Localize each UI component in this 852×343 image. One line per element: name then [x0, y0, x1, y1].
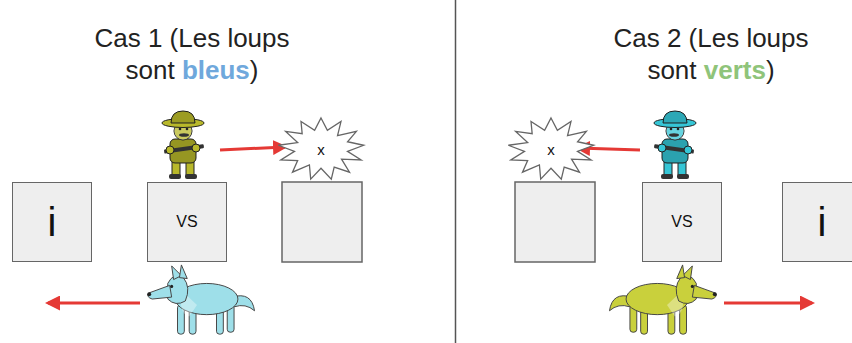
box-label: i: [48, 200, 57, 245]
hunter-figure: [654, 111, 696, 179]
square-box: i: [782, 182, 852, 262]
square-box: VS: [642, 182, 722, 262]
color-word: bleus: [182, 55, 250, 85]
color-word: verts: [704, 55, 766, 85]
burst-shape: [508, 118, 593, 179]
panel-heading: Cas 1 (Les loups sontbleus): [81, 22, 303, 86]
shot-arrow: [220, 147, 285, 150]
hunter-figure: [162, 111, 204, 179]
panel-divider: [455, 0, 457, 343]
wolf-figure: [147, 265, 254, 334]
empty-box: [515, 182, 595, 262]
impact-burst: x: [278, 118, 364, 180]
square-box: VS: [147, 182, 227, 262]
wolf-figure: [609, 265, 716, 334]
burst-shape: [278, 118, 363, 179]
impact-mark: x: [317, 141, 325, 158]
impact-mark: x: [547, 141, 555, 158]
panel-heading: Cas 2 (Les loups sontverts): [600, 22, 822, 86]
box-label: VS: [176, 213, 197, 231]
square-box: i: [12, 182, 92, 262]
heading-text: ): [250, 55, 259, 85]
empty-box: [282, 182, 362, 262]
box-label: VS: [671, 213, 692, 231]
heading-text: ): [766, 55, 775, 85]
move-arrow: [48, 302, 140, 305]
move-arrow: [724, 302, 812, 305]
impact-burst: x: [508, 118, 594, 180]
box-label: i: [818, 200, 827, 245]
